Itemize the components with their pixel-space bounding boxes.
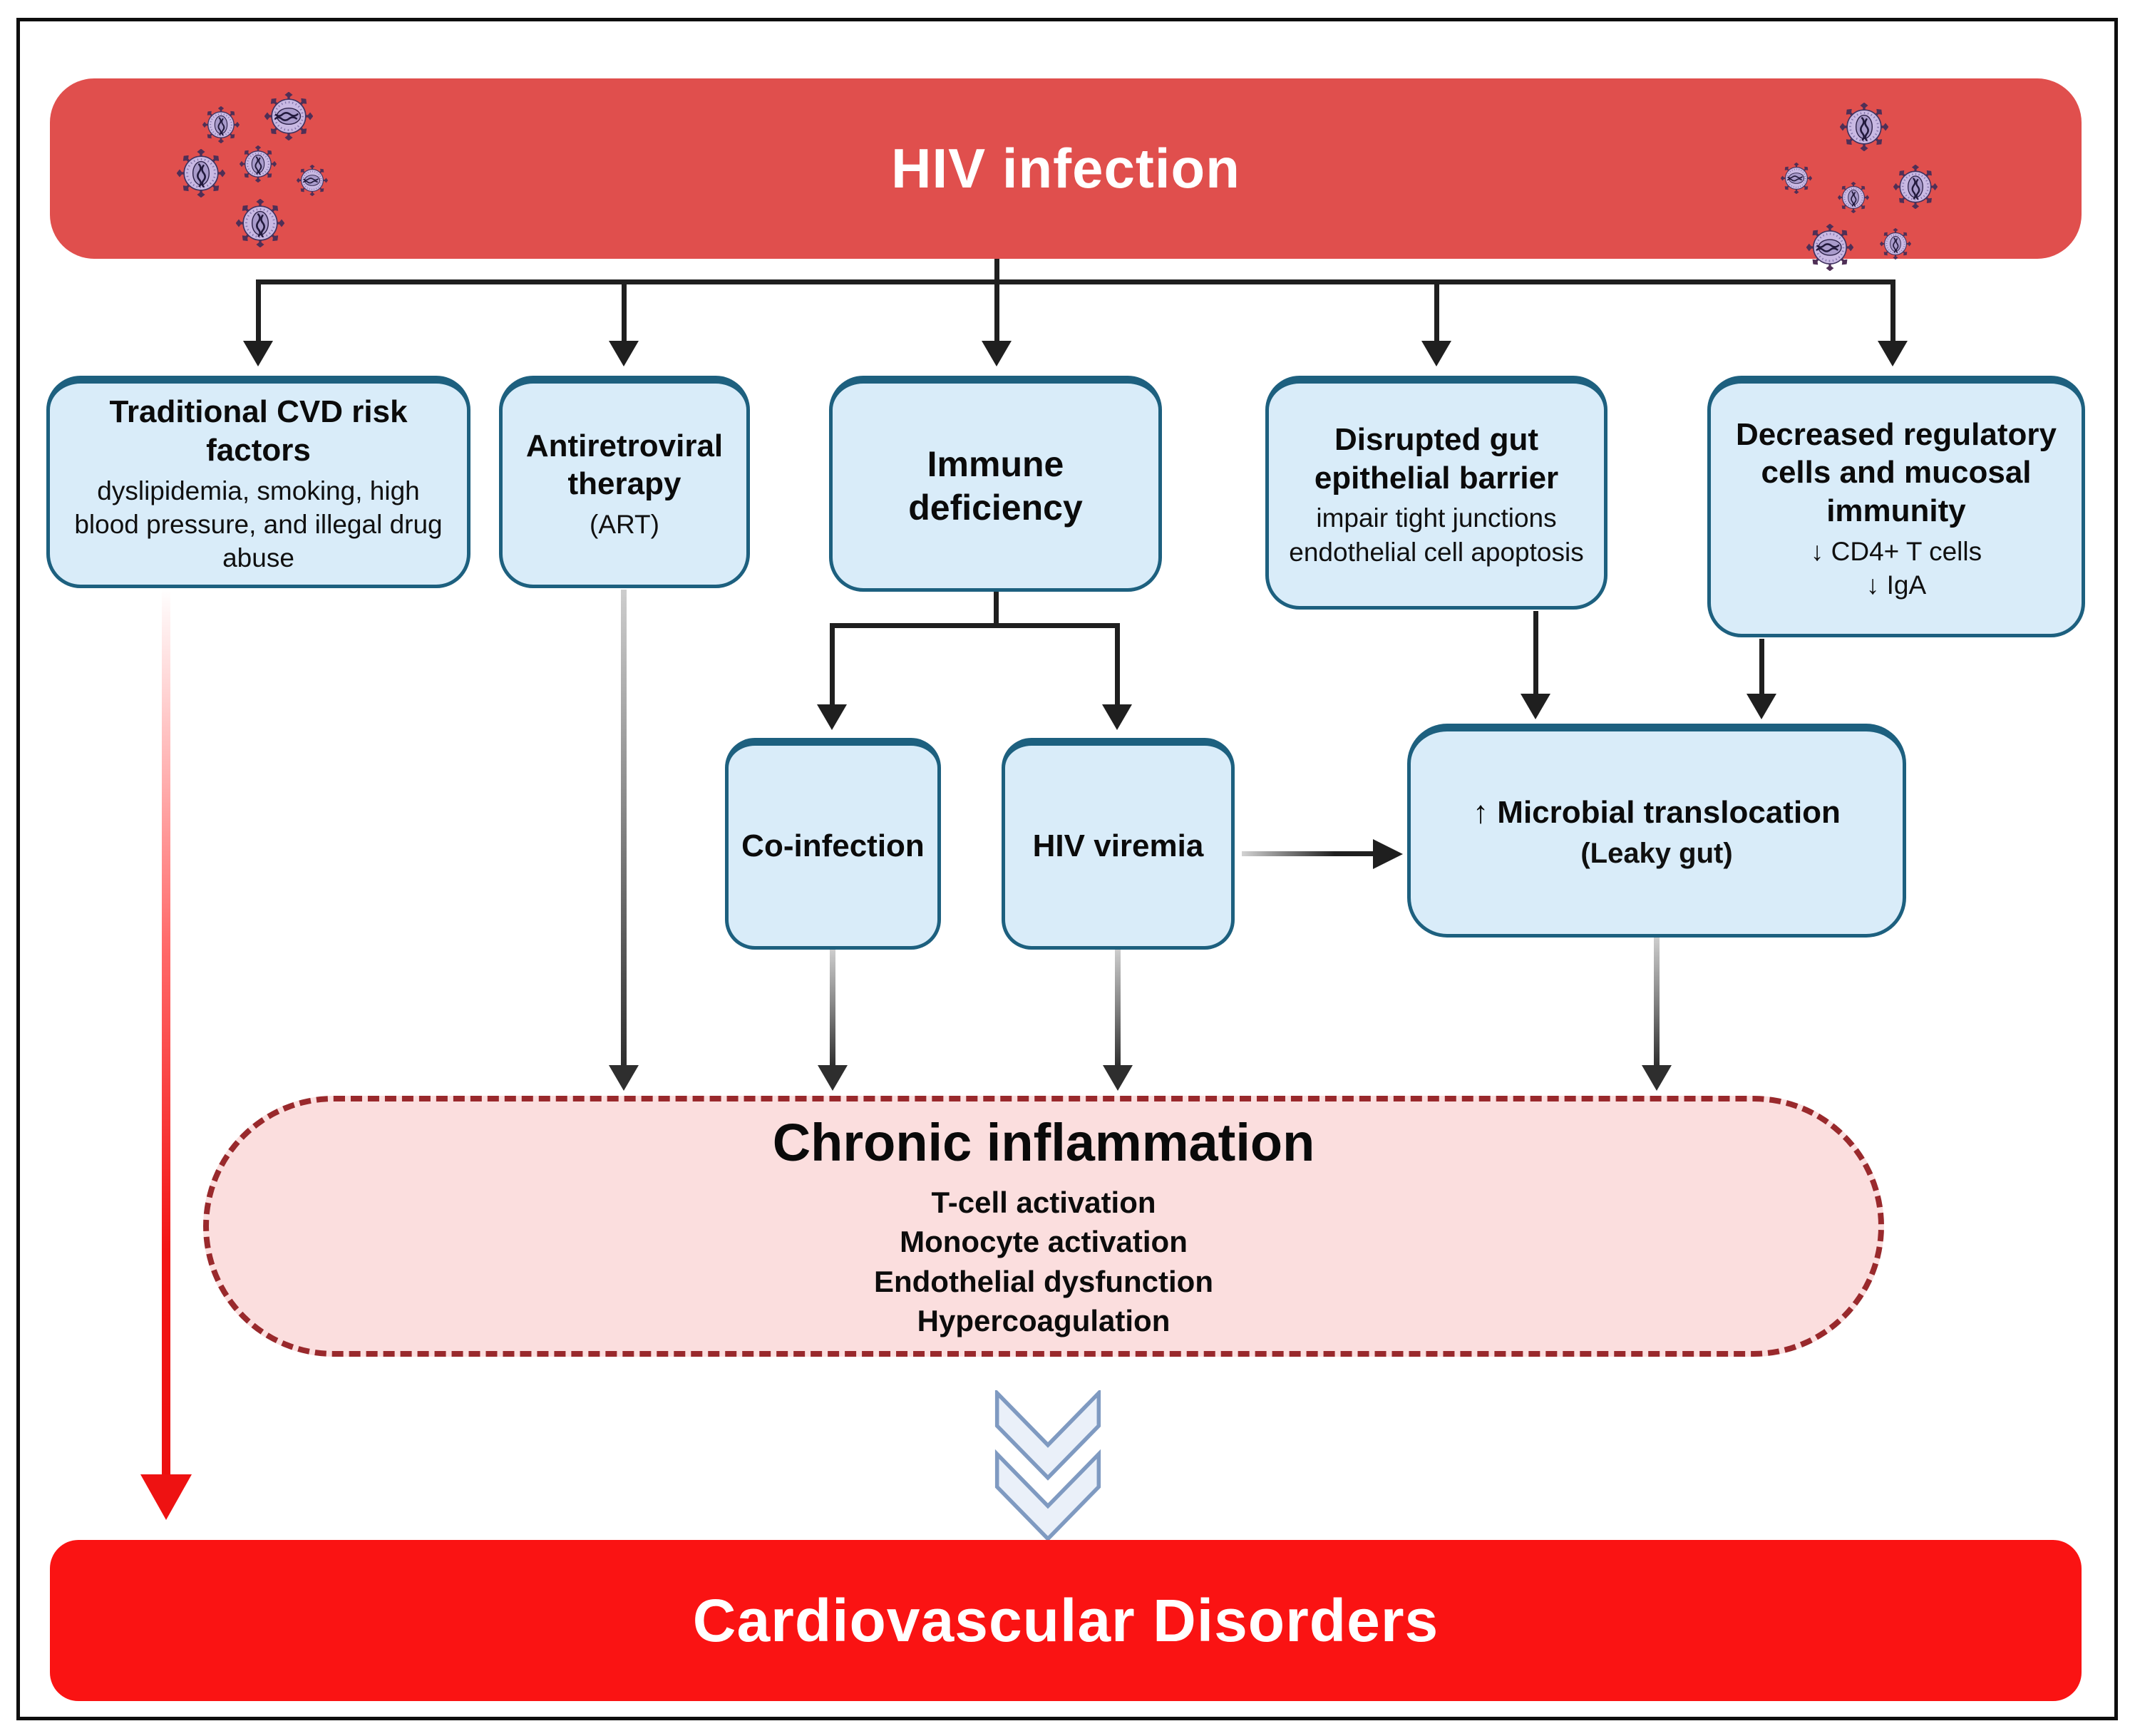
arrow-regulatory-to-microbial [1759,639,1764,695]
arrowhead-microbial-to-chronic [1642,1065,1672,1091]
arrow-to-gut [1434,279,1439,342]
box-subtitle-line1: impair tight junctions [1316,503,1557,533]
arrow-to-coinfection [830,623,835,706]
arrowhead-coinfection-to-chronic [818,1065,848,1091]
hiv-virus-icon [202,106,240,143]
box-immune-deficiency: Immune deficiency [829,376,1162,592]
arrowhead-to-regulatory [1878,341,1908,366]
hiv-virus-icon [1880,228,1911,260]
arrowhead-to-cvd [243,341,273,366]
arrow-gut-to-microbial [1533,611,1538,695]
box-title: HIV viremia [1032,828,1204,863]
arrowhead-to-coinfection [817,704,847,730]
hiv-virus-icon [177,149,225,197]
box-chronic-inflammation: Chronic inflammation T-cell activation M… [203,1096,1884,1357]
box-decreased-regulatory-cells: Decreased regulatory cells and mucosal i… [1707,376,2085,637]
hiv-virus-icon [1838,182,1869,213]
hiv-virus-icon [1893,165,1938,209]
arrow-cvd-to-disorders [162,590,170,1474]
box-title: Antiretroviral therapy [525,428,724,502]
arrowhead-viremia-to-microbial [1373,839,1403,869]
box-disrupted-gut-epithelial-barrier: Disrupted gut epithelial barrier impair … [1265,376,1607,610]
arrow-viremia-to-chronic [1115,950,1121,1067]
box-subtitle-line2: ↓ IgA [1866,570,1927,600]
arrowhead-to-gut [1421,341,1451,366]
hiv-virus-icon [264,92,313,140]
hiv-infection-banner: HIV infection [50,78,2082,259]
hiv-virus-icon [297,165,328,196]
arrow-to-art [622,279,627,342]
arrowhead-to-art [609,341,639,366]
hiv-virus-icon [236,199,284,247]
double-chevron-down-icon [980,1390,1116,1540]
arrowhead-viremia-to-chronic [1103,1065,1133,1091]
arrow-microbial-to-chronic [1654,938,1660,1067]
chronic-item: Hypercoagulation [917,1303,1171,1337]
box-subtitle: dyslipidemia, smoking, high blood pressu… [74,476,443,573]
chronic-title: Chronic inflammation [772,1112,1315,1172]
box-subtitle: (ART) [590,509,659,539]
hiv-virus-icon [240,145,277,183]
arrow-to-cvd [256,279,261,342]
arrowhead-cvd-to-disorders [140,1474,192,1520]
box-title: Co-infection [741,828,925,863]
arrow-viremia-to-microbial [1242,851,1374,856]
chronic-item: Endothelial dysfunction [873,1264,1213,1298]
immune-split-stem [994,592,999,628]
arrowhead-regulatory-to-microbial [1746,694,1776,719]
hiv-infection-label: HIV infection [891,137,1240,200]
arrowhead-gut-to-microbial [1521,694,1550,719]
box-title: Immune deficiency [908,443,1083,528]
box-coinfection: Co-infection [725,738,941,950]
box-title: ↑ Microbial translocation [1473,794,1841,830]
arrow-art-to-chronic [621,590,627,1067]
hiv-virus-icon [1840,103,1888,151]
box-title: Disrupted gut epithelial barrier [1314,421,1559,495]
box-subtitle-line2: endothelial cell apoptosis [1289,537,1584,567]
box-title: Decreased regulatory cells and mucosal i… [1736,416,2057,528]
arrow-to-viremia [1115,623,1120,706]
arrow-to-regulatory [1890,279,1895,342]
chronic-item: Monocyte activation [900,1225,1188,1259]
chronic-item: T-cell activation [931,1185,1156,1219]
arrow-to-immune [994,279,999,342]
hiv-virus-icon [1806,224,1853,271]
arrowhead-to-immune [982,341,1012,366]
arrowhead-to-viremia [1102,704,1132,730]
box-subtitle: (Leaky gut) [1580,838,1733,870]
box-traditional-cvd-risk-factors: Traditional CVD risk factors dyslipidemi… [46,376,470,588]
figure-border [16,18,2118,1720]
box-microbial-translocation: ↑ Microbial translocation (Leaky gut) [1407,724,1906,938]
cardiovascular-disorders-label: Cardiovascular Disorders [692,1586,1439,1654]
box-hiv-viremia: HIV viremia [1002,738,1235,950]
immune-split-bar [830,623,1120,628]
connector-stem [994,259,999,283]
cardiovascular-disorders-banner: Cardiovascular Disorders [50,1540,2082,1701]
box-antiretroviral-therapy: Antiretroviral therapy (ART) [499,376,750,588]
hiv-virus-icon [1781,163,1812,194]
connector-bar [256,279,1895,284]
box-title: Traditional CVD risk factors [109,394,408,468]
box-subtitle-line1: ↓ CD4+ T cells [1810,536,1982,566]
arrow-coinfection-to-chronic [830,950,835,1067]
arrowhead-art-to-chronic [609,1065,639,1091]
